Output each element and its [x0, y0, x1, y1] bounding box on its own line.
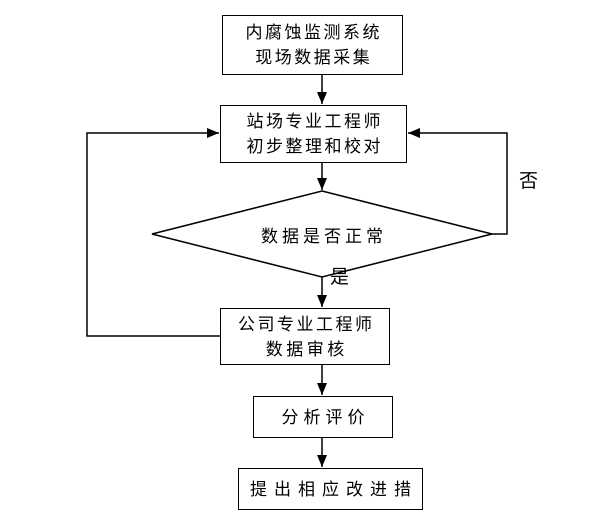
node-company-engineer-review-line1: 公司专业工程师 — [238, 314, 375, 334]
node-improvement-measures: 提出相应改进措 — [238, 468, 423, 510]
arrow-loop-review-to-station — [86, 128, 220, 337]
node-company-engineer-review-line2: 数据审核 — [265, 339, 348, 359]
node-field-data-collection-line1: 内腐蚀监测系统 — [245, 23, 382, 42]
node-station-engineer-proofread: 站场专业工程师 初步整理和校对 — [220, 105, 407, 163]
decision-data-normal-label: 数据是否正常 — [261, 226, 387, 246]
node-improvement-measures-label: 提出相应改进措 — [250, 479, 418, 499]
node-station-engineer-proofread-line2: 初步整理和校对 — [246, 137, 383, 156]
node-analysis-evaluation-label: 分析评价 — [281, 407, 370, 427]
node-analysis-evaluation: 分析评价 — [253, 396, 393, 438]
node-company-engineer-review: 公司专业工程师 数据审核 — [220, 308, 390, 365]
node-field-data-collection-line2: 现场数据采集 — [255, 48, 373, 67]
edge-label-no: 否 — [519, 171, 539, 192]
node-field-data-collection: 内腐蚀监测系统 现场数据采集 — [222, 15, 403, 75]
node-station-engineer-proofread-line1: 站场专业工程师 — [246, 112, 383, 131]
edge-label-yes: 是 — [330, 267, 350, 288]
arrow-no-loop-decision-to-station — [408, 128, 508, 235]
